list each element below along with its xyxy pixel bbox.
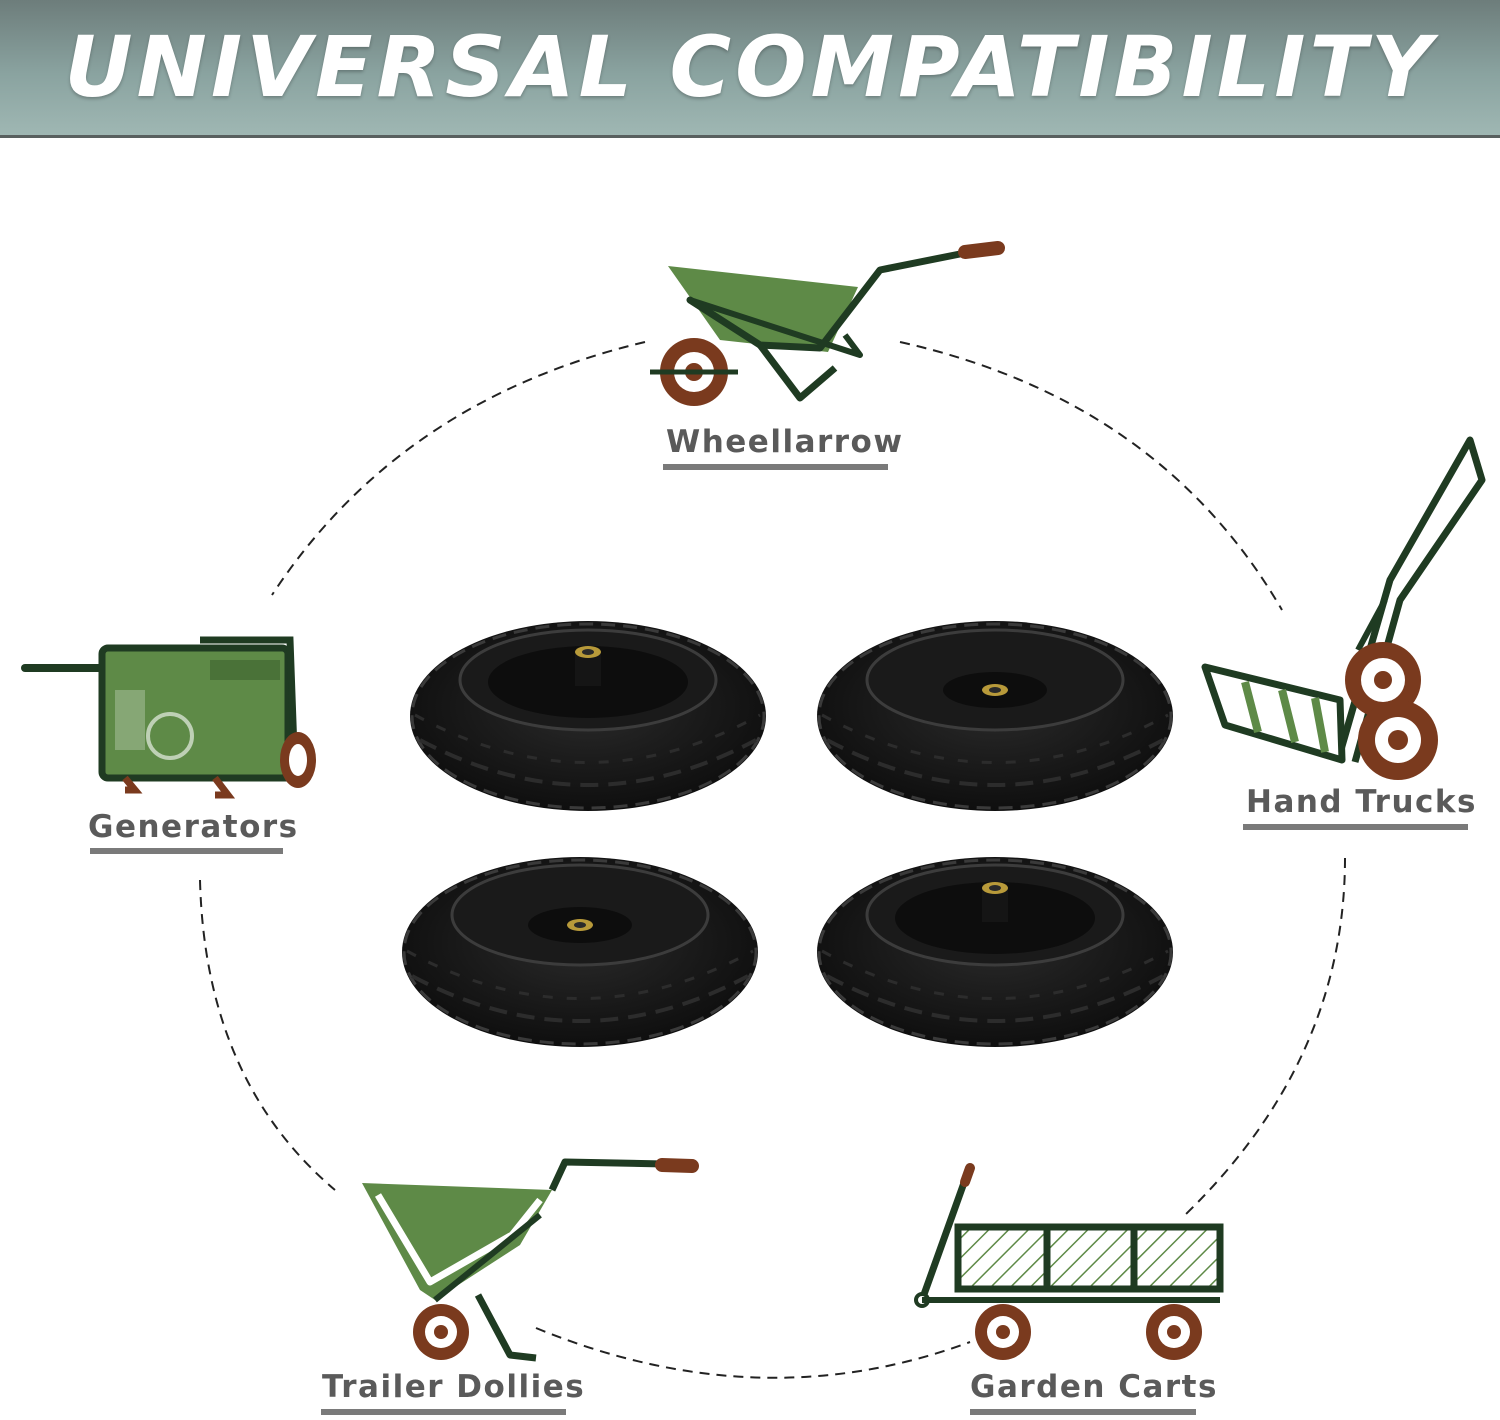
- garden-cart-icon: [914, 1163, 1224, 1360]
- generator-icon: [21, 636, 316, 799]
- header-banner: UNIVERSAL COMPATIBILITY: [0, 0, 1500, 138]
- trailer-dolly-icon: [362, 1158, 699, 1362]
- underline-garden-carts: [970, 1409, 1196, 1415]
- tire-top-right: [817, 621, 1173, 811]
- label-trailer-dollies: Trailer Dollies: [322, 1369, 586, 1405]
- label-hand-trucks: Hand Trucks: [1246, 784, 1477, 820]
- page-title: UNIVERSAL COMPATIBILITY: [64, 18, 1436, 116]
- tire-bottom-right: [817, 857, 1173, 1047]
- underline-hand-trucks: [1243, 824, 1468, 830]
- underline-wheelbarrow: [663, 464, 888, 470]
- wheelbarrow-icon: [650, 241, 1005, 406]
- hand-truck-icon: [1201, 436, 1486, 780]
- underline-trailer-dollies: [321, 1409, 566, 1415]
- label-generators: Generators: [88, 809, 299, 845]
- tire-top-left: [410, 621, 766, 811]
- underline-generators: [90, 848, 283, 854]
- tire-bottom-left: [402, 857, 758, 1047]
- label-wheelbarrow: Wheellarrow: [666, 424, 904, 460]
- label-garden-carts: Garden Carts: [970, 1369, 1218, 1405]
- dashed-ring: [199, 341, 1346, 1379]
